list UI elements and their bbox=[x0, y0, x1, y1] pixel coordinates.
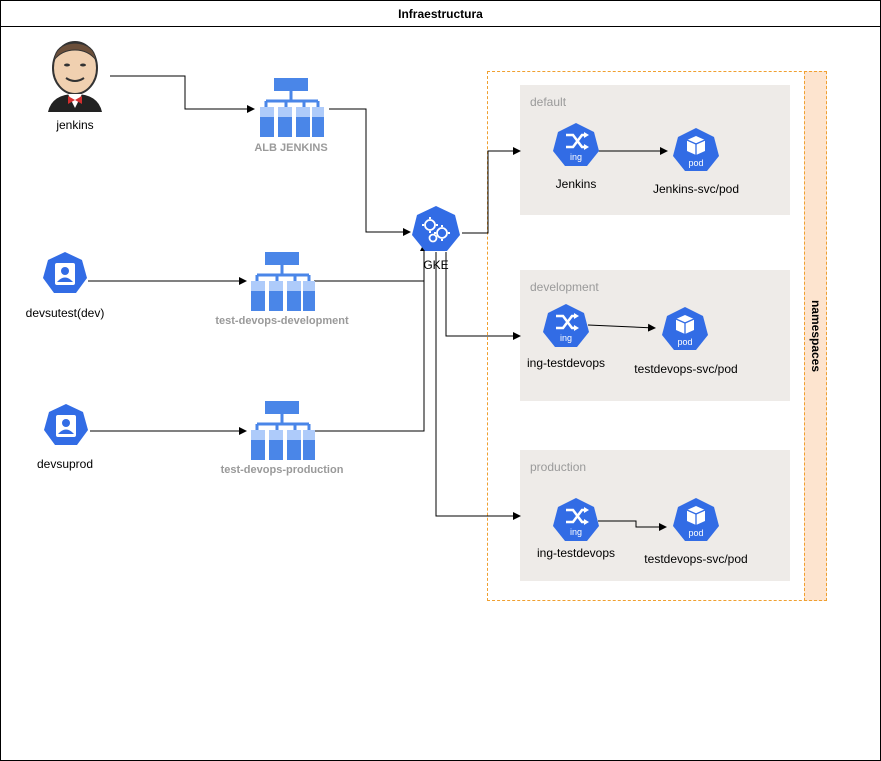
edge-alb-gke bbox=[329, 108, 411, 236]
service-label-production: testdevops-svc/pod bbox=[644, 552, 748, 566]
user-icon bbox=[43, 252, 87, 293]
lb-label-prod: test-devops-production bbox=[220, 464, 344, 476]
gke-label: GKE bbox=[423, 258, 449, 272]
ing-text: ing bbox=[570, 152, 582, 162]
lb-label-alb-jenkins: ALB JENKINS bbox=[254, 142, 328, 154]
actor-label-dev: devsutest(dev) bbox=[25, 306, 105, 320]
edge-gke-production bbox=[435, 252, 521, 520]
service-label-development: testdevops-svc/pod bbox=[634, 362, 738, 376]
pod-icon: pod bbox=[662, 307, 708, 350]
lb-label-dev: test-devops-development bbox=[215, 315, 349, 327]
edge-gke-default bbox=[462, 147, 521, 234]
namespace-name: production bbox=[530, 460, 587, 474]
edge-gke-development bbox=[445, 252, 521, 340]
gke-cluster-icon bbox=[412, 206, 460, 251]
namespace-default: default bbox=[520, 85, 790, 215]
diagram-title: Infraestructura bbox=[398, 7, 483, 21]
namespace-name: default bbox=[530, 95, 567, 109]
pod-text: pod bbox=[688, 528, 703, 538]
ingress-icon: ing bbox=[553, 123, 599, 166]
edge-ing-pod-production bbox=[598, 520, 667, 531]
pod-icon: pod bbox=[673, 128, 719, 171]
user-icon bbox=[44, 404, 88, 445]
load-balancer-icon bbox=[251, 252, 315, 311]
edge-jenkins-alb bbox=[110, 75, 255, 113]
service-label-default: Jenkins-svc/pod bbox=[652, 182, 740, 196]
ingress-icon: ing bbox=[543, 304, 589, 347]
edge-ing-pod-development bbox=[587, 323, 656, 332]
title-bar: Infraestructura bbox=[1, 1, 880, 27]
pod-text: pod bbox=[688, 158, 703, 168]
ingress-label-development: ing-testdevops bbox=[526, 356, 606, 370]
namespaces-strip bbox=[804, 71, 827, 601]
actor-label-jenkins: jenkins bbox=[56, 118, 94, 132]
load-balancer-icon bbox=[260, 78, 324, 137]
pod-text: pod bbox=[677, 337, 692, 347]
namespace-name: development bbox=[530, 280, 599, 294]
ingress-label-production: ing-testdevops bbox=[536, 546, 616, 560]
ing-text: ing bbox=[570, 527, 582, 537]
ingress-icon: ing bbox=[553, 498, 599, 541]
ingress-label-default: Jenkins bbox=[555, 177, 597, 191]
actor-label-prod: devsuprod bbox=[36, 457, 94, 471]
load-balancer-icon bbox=[251, 401, 315, 460]
ing-text: ing bbox=[560, 333, 572, 343]
edge-prod-lb-gke bbox=[314, 252, 425, 432]
pod-icon: pod bbox=[673, 498, 719, 541]
edge-dev-lb-gke bbox=[314, 243, 428, 282]
jenkins-butler-icon bbox=[48, 41, 102, 112]
